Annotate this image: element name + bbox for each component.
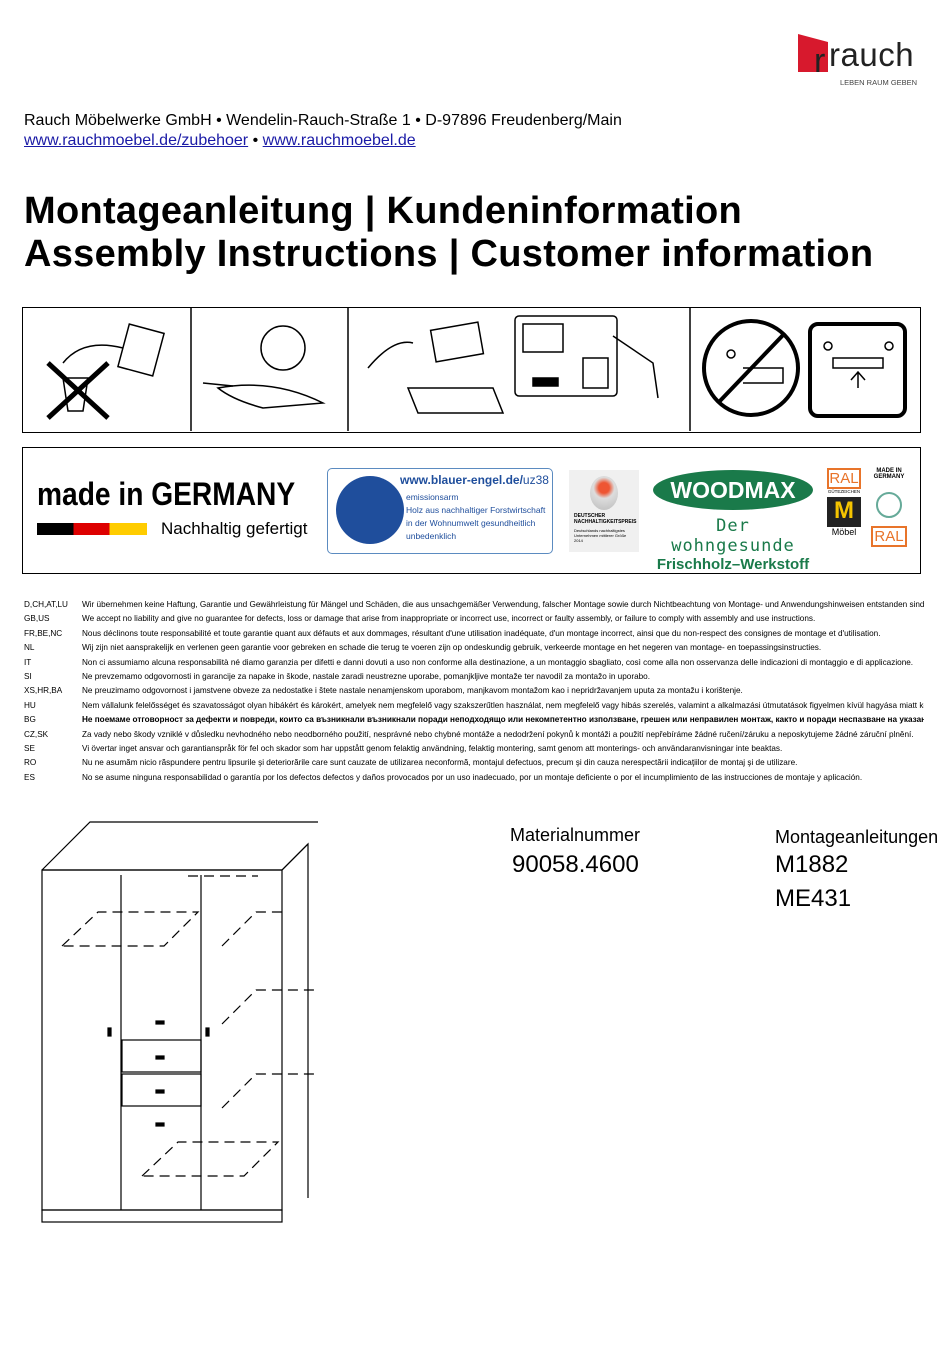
logo-brand: rauch	[829, 36, 915, 73]
german-flag-bar	[37, 523, 147, 535]
disclaimer-row: BG Не поемаме отговорност за дефекти и по…	[24, 713, 924, 727]
pictogram-strip	[46, 308, 907, 431]
separator: •	[252, 132, 259, 149]
link-zubehoer[interactable]: www.rauchmoebel.de/zubehoer	[24, 132, 249, 149]
woodmax-line1: Der wohngesunde	[671, 516, 795, 556]
disclaimer-text: Не поемаме отговорност за дефекти и повр…	[82, 715, 924, 725]
woodmax-line2: Frischholz–Werkstoff	[656, 556, 810, 573]
country-code: IT	[24, 657, 32, 667]
woodmax-badge: WOODMAX Der wohngesunde Frischholz–Werks…	[653, 470, 813, 573]
country-code: SI	[24, 671, 32, 681]
disclaimer-text: Non ci assumiamo alcuna responsabilità n…	[82, 657, 914, 667]
mig-label: MADE IN GERMANY	[873, 468, 905, 480]
ral-mark-2: RAL	[871, 526, 907, 547]
country-code: NL	[24, 643, 35, 653]
blauer-engel-badge: www.blauer-engel.de/uz38 emissionsarm Ho…	[327, 468, 553, 554]
link-homepage[interactable]: www.rauchmoebel.de	[262, 132, 416, 149]
disclaimer-list: D,CH,AT,LU Wir übernehmen keine Haftung, …	[24, 598, 924, 785]
material-number: 90058.4600	[512, 851, 639, 878]
country-code: D,CH,AT,LU	[24, 600, 68, 609]
instructions-label: Montageanleitungen	[775, 827, 939, 847]
disclaimer-row: D,CH,AT,LU Wir übernehmen keine Haftung, …	[24, 598, 924, 612]
country-code: CZ,SK	[24, 729, 49, 739]
blauer-engel-url: www.blauer-engel.de/	[400, 473, 523, 487]
wardrobe-drawing	[41, 821, 318, 1223]
two-person-lift-icon	[808, 322, 907, 418]
disclaimer-text: Vi övertar inget ansvar och garantianspr…	[82, 743, 783, 753]
nachhaltigkeitspreis-badge: DEUTSCHER NACHHALTIGKEITSPREIS Deutschla…	[569, 470, 639, 552]
ral-mark: RAL	[827, 468, 861, 489]
no-single-person-lift-icon	[702, 319, 800, 417]
award-sub: Deutschlands nachhaltigstes Unternehmen …	[574, 528, 627, 543]
no-trash-icon	[46, 323, 165, 420]
award-title: DEUTSCHER NACHHALTIGKEITSPREIS	[574, 513, 637, 525]
address-line: Rauch Möbelwerke GmbH • Wendelin-Rauch-S…	[24, 112, 622, 129]
disclaimer-row: XS,HR,BA Ne preuzimamo odgovornost i jams…	[24, 684, 924, 698]
disclaimer-row: HU Nem vállalunk felelősséget és szavatos…	[24, 699, 924, 713]
blauer-engel-uz: uz38	[522, 473, 549, 487]
country-code: RO	[24, 758, 37, 768]
instruction-code-2: ME431	[775, 885, 852, 912]
title-german: Montageanleitung | Kundeninformation	[24, 190, 743, 232]
blauer-engel-bullet: emissionsarm	[406, 492, 459, 502]
logo-tagline: LEBEN RAUM GEBEN	[840, 78, 918, 87]
disclaimer-text: No se asume ninguna responsabilidad o ga…	[82, 772, 863, 782]
svg-text:r: r	[814, 42, 825, 80]
certification-badges: made in GERMANY Nachhaltig gefertigt www…	[22, 447, 921, 574]
ral-sub: GÜTEZEICHEN	[827, 489, 861, 494]
disclaimer-text: We accept no liability and give no guara…	[82, 614, 816, 624]
disclaimer-text: Ne preuzimamo odgovornost i jamstvene ob…	[82, 686, 743, 696]
instruction-code-1: M1882	[775, 851, 849, 878]
country-code: HU	[24, 700, 36, 710]
award-egg-icon	[590, 476, 618, 510]
country-code: FR,BE,NC	[24, 628, 63, 638]
blauer-engel-bullet: in der Wohnumwelt gesundheitlich unbeden…	[406, 518, 536, 541]
made-in-germany-text: made in GERMANY	[37, 476, 296, 512]
disclaimer-row: IT Non ci assumiamo alcuna responsabilità…	[24, 656, 924, 670]
made-in-germany-subtitle: Nachhaltig gefertigt	[161, 519, 308, 538]
ral-moebel-badge: RAL GÜTEZEICHEN M Möbel	[827, 468, 861, 537]
rauch-logo-mark: r	[798, 34, 828, 80]
rauch-logo: r rauch LEBEN RAUM GEBEN	[796, 32, 922, 92]
woodmax-logo: WOODMAX	[653, 470, 813, 510]
disclaimer-text: Wir übernehmen keine Haftung, Garantie u…	[82, 600, 924, 609]
disclaimer-row: GB,US We accept no liability and give no …	[24, 612, 924, 626]
disclaimer-text: Wij zijn niet aansprakelijk en verlenen …	[82, 643, 822, 653]
mig-seal-icon	[876, 492, 902, 518]
disclaimer-text: Nem vállalunk felelősséget és szavatossá…	[82, 700, 924, 710]
disclaimer-text: Za vady nebo škody vzniklé v důsledku ne…	[82, 729, 914, 739]
disclaimer-row: SE Vi övertar inget ansvar och garantians…	[24, 742, 924, 756]
disclaimer-row: SI Ne prevzemamo odgovornosti in garancij…	[24, 670, 924, 684]
disclaimer-text: Ne prevzemamo odgovornosti in garancije …	[82, 671, 650, 681]
moebel-label: Möbel	[831, 527, 857, 537]
disclaimer-row: ES No se asume ninguna responsabilidad o …	[24, 771, 924, 785]
keep-instructions-icon	[367, 315, 659, 414]
country-code: XS,HR,BA	[24, 686, 63, 696]
made-in-germany-badge: made in GERMANY Nachhaltig gefertigt	[37, 476, 330, 539]
blauer-engel-seal-icon	[336, 476, 404, 544]
disclaimer-text: Nous déclinons toute responsabilité et t…	[82, 628, 881, 638]
read-instructions-icon	[202, 325, 326, 409]
disclaimer-row: RO Nu ne asumăm nicio răspundere pentru l…	[24, 756, 924, 770]
country-code: ES	[24, 772, 35, 782]
disclaimer-row: CZ,SK Za vady nebo škody vzniklé v důsled…	[24, 728, 924, 742]
instruction-pictograms	[22, 307, 921, 433]
disclaimer-row: FR,BE,NC Nous déclinons toute responsabil…	[24, 627, 924, 641]
made-in-germany-moebel-badge: MADE IN GERMANY RAL	[871, 468, 907, 547]
disclaimer-row: NL Wij zijn niet aansprakelijk en verlene…	[24, 641, 924, 655]
moebel-m-icon: M	[827, 497, 861, 527]
disclaimer-text: Nu ne asumăm nicio răspundere pentru lip…	[82, 758, 798, 768]
country-code: BG	[24, 715, 36, 725]
country-code: SE	[24, 743, 35, 753]
country-code: GB,US	[24, 614, 50, 624]
material-number-label: Materialnummer	[510, 825, 641, 845]
blauer-engel-bullet: Holz aus nachhaltiger Forstwirtschaft	[406, 505, 546, 515]
title-english: Assembly Instructions | Customer informa…	[24, 233, 874, 275]
company-address: Rauch Möbelwerke GmbH • Wendelin-Rauch-S…	[24, 111, 622, 151]
